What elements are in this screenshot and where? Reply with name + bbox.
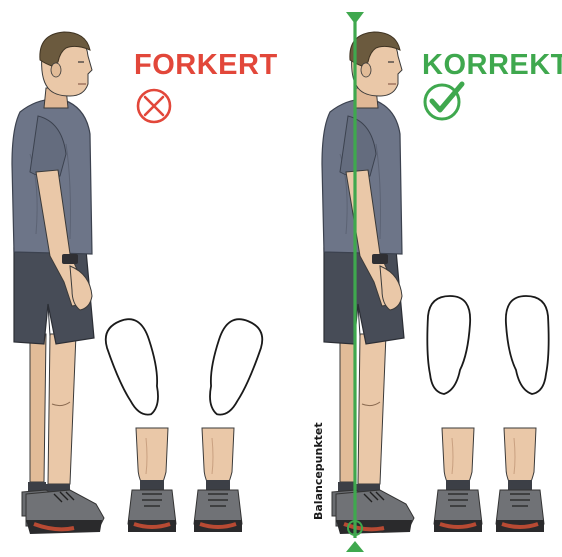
feet-outline-wrong (99, 314, 269, 421)
calves-wrong (128, 428, 242, 532)
figure-wrong (12, 32, 104, 534)
feet-outline-correct (427, 296, 548, 394)
cross-circle-icon (138, 90, 170, 122)
wrong-label: FORKERT (134, 49, 278, 81)
balance-label: Balancepunktet (312, 422, 325, 520)
figure-correct (322, 32, 414, 534)
correct-label: KORREKT (422, 49, 562, 81)
check-circle-icon (425, 84, 462, 119)
calves-correct (434, 428, 544, 532)
triangle-up-icon (346, 541, 364, 552)
triangle-down-icon (346, 12, 364, 24)
